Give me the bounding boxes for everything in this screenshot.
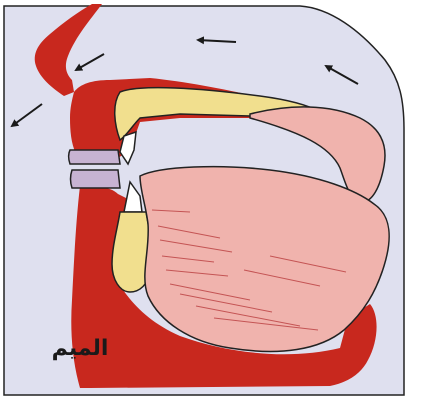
upper-lip-contact xyxy=(69,150,121,164)
letter-caption: الميم xyxy=(20,336,140,361)
lower-lip-contact xyxy=(71,170,121,188)
